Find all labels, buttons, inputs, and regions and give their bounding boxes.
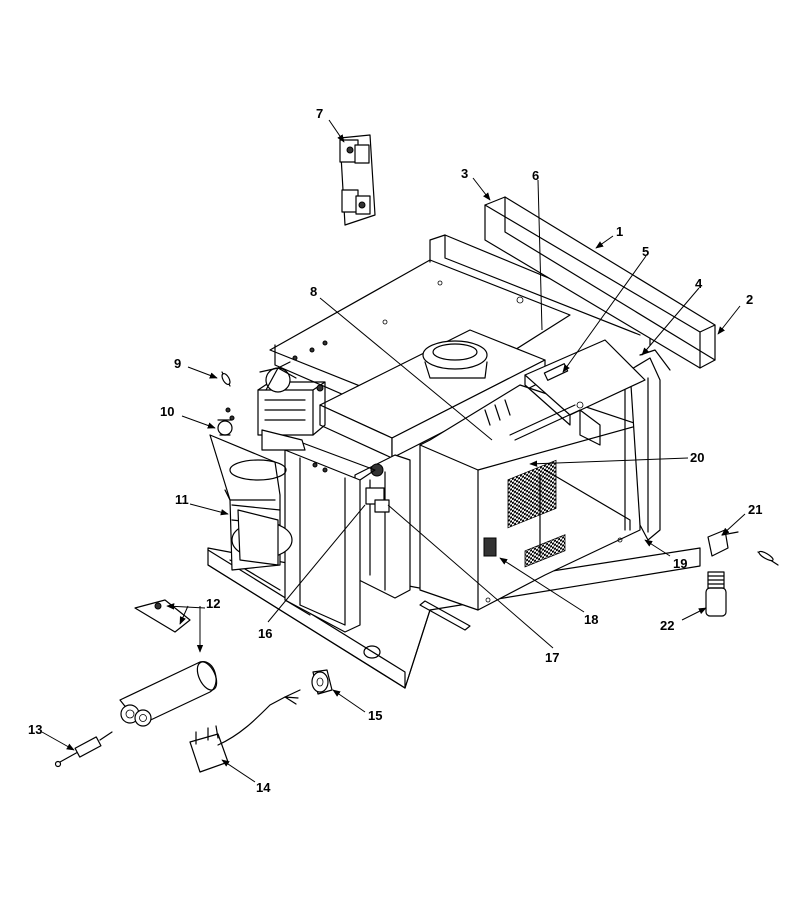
part-7-switch-set	[339, 134, 376, 226]
part-21-socket	[707, 529, 779, 566]
callout-20: 20	[690, 450, 704, 465]
control-pcb	[484, 339, 646, 446]
callout-18: 18	[584, 612, 598, 627]
callout-12: 12	[206, 596, 220, 611]
callout-19: 19	[673, 556, 687, 571]
callout-3: 3	[461, 166, 468, 181]
part-18-lamp-switch	[483, 537, 497, 557]
oven-cavity	[419, 384, 641, 611]
front-frame	[624, 349, 671, 541]
callout-labels: 7 3 6 1 5 4 2 8 9 10 11 12 13 14 15 16 1…	[28, 106, 762, 795]
callout-6: 6	[532, 168, 539, 183]
callout-5: 5	[642, 244, 649, 259]
callout-10: 10	[160, 404, 174, 419]
part-1-trim-bar	[484, 196, 716, 369]
callout-7: 7	[316, 106, 323, 121]
waveguide	[319, 329, 546, 459]
part-9-fuse	[221, 371, 231, 387]
callout-21: 21	[748, 502, 762, 517]
transformer	[209, 434, 293, 571]
callout-9: 9	[174, 356, 181, 371]
part-14-power-cord	[189, 689, 301, 773]
callout-2: 2	[746, 292, 753, 307]
interlock-bracket	[354, 454, 411, 599]
top-panel	[269, 234, 651, 429]
callout-13: 13	[28, 722, 42, 737]
callout-11: 11	[175, 492, 189, 507]
part-15-ferrite	[311, 669, 333, 695]
leader-lines	[41, 119, 746, 783]
part-13-diode	[54, 731, 113, 768]
callout-16: 16	[258, 626, 272, 641]
callout-17: 17	[545, 650, 559, 665]
callout-8: 8	[310, 284, 317, 299]
part-12-capacitor	[119, 599, 218, 727]
part-10-thermostat	[217, 407, 235, 436]
callout-14: 14	[256, 780, 271, 795]
fan-motor	[257, 361, 326, 451]
callout-4: 4	[695, 276, 703, 291]
callout-22: 22	[660, 618, 674, 633]
callout-1: 1	[616, 224, 623, 239]
part-22-lamp	[705, 571, 727, 617]
callout-15: 15	[368, 708, 382, 723]
